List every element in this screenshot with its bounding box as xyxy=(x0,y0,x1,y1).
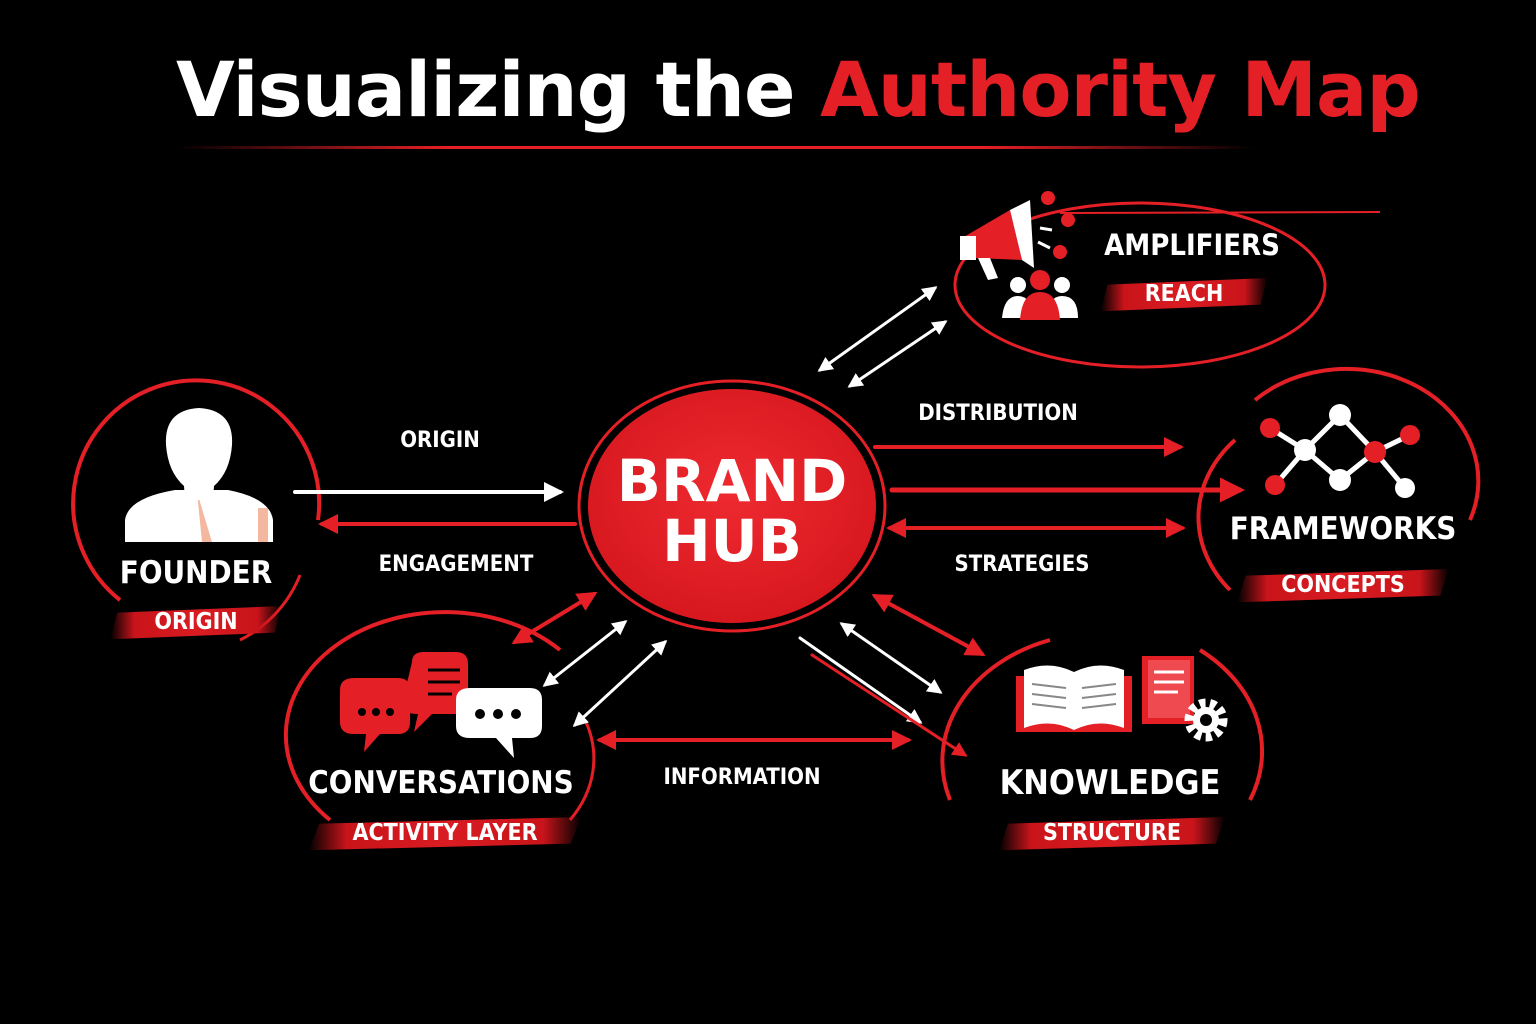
book-icon xyxy=(1016,665,1132,732)
title-underline xyxy=(176,146,1256,149)
gear-icon xyxy=(1184,698,1228,742)
arrow-knowledge-4 xyxy=(810,653,968,757)
frameworks-ring xyxy=(1196,366,1481,592)
edge-label-information: INFORMATION xyxy=(663,765,821,790)
megaphone-icon xyxy=(960,191,1075,280)
page-title: Visualizing the Authority Map xyxy=(176,52,1421,128)
arrow-conversations-3 xyxy=(572,639,668,728)
connector-arrows xyxy=(293,286,1245,757)
arrow-conversations-2 xyxy=(542,620,628,687)
person-icon xyxy=(125,408,273,542)
hub-title-line2: HUB xyxy=(662,507,802,575)
amplifiers-title: AMPLIFIERS xyxy=(1104,228,1280,262)
amplifiers-ring xyxy=(953,201,1381,369)
edge-label-strategies: STRATEGIES xyxy=(954,552,1090,577)
arrow-amplifiers-1 xyxy=(817,286,938,372)
arrow-conversations-1 xyxy=(511,591,598,645)
edge-label-origin: ORIGIN xyxy=(400,428,480,453)
arrow-amplifiers-2 xyxy=(847,320,948,388)
brand-hub-node xyxy=(577,379,887,633)
knowledge-title: KNOWLEDGE xyxy=(999,763,1221,803)
founder-title: FOUNDER xyxy=(119,555,273,591)
edge-label-distribution: DISTRIBUTION xyxy=(918,401,1078,426)
title-part-red: Authority Map xyxy=(819,45,1421,134)
frameworks-title: FRAMEWORKS xyxy=(1229,511,1457,547)
edge-label-engagement: ENGAGEMENT xyxy=(378,552,534,577)
title-part-white: Visualizing the xyxy=(176,45,795,134)
conversations-title: CONVERSATIONS xyxy=(308,765,574,801)
audience-icon xyxy=(1002,270,1078,320)
knowledge-ring xyxy=(940,638,1265,801)
arrow-knowledge-1 xyxy=(871,594,986,656)
network-icon xyxy=(1260,404,1420,498)
arrow-knowledge-2 xyxy=(839,622,943,694)
arrow-knowledge-3 xyxy=(798,636,923,724)
hub-title-line1: BRAND xyxy=(616,447,848,515)
document-icon xyxy=(1142,656,1194,724)
conversations-ring xyxy=(283,610,596,822)
chat-bubbles-icon xyxy=(340,652,542,758)
